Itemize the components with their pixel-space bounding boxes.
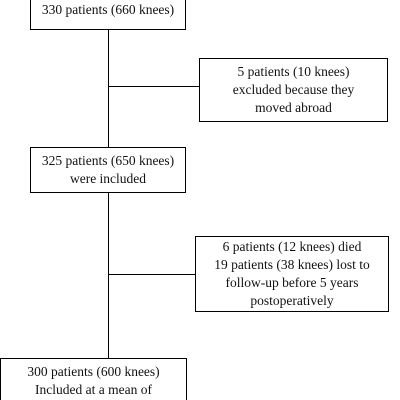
connector-to-excluded-box [108,86,199,87]
start-box-line: 330 patients (660 knees) [41,2,175,17]
connector-to-lost-box [108,274,195,275]
lost-to-followup-box: 6 patients (12 knees) died 19 patients (… [195,236,389,312]
lost-box-line: 6 patients (12 knees) died [222,239,362,254]
lost-box-line: postoperatively [250,293,334,308]
included-box: 325 patients (650 knees) were included [30,147,186,193]
lost-box-line: follow-up before 5 years [225,275,359,290]
final-box: 300 patients (600 knees) Included at a m… [0,358,187,400]
included-box-line: were included [69,171,147,186]
connector-included-to-final [108,193,109,358]
start-box: 330 patients (660 knees) [30,0,186,30]
included-box-line: 325 patients (650 knees) [41,153,175,168]
final-box-line: 300 patients (600 knees) [27,364,160,379]
excluded-box-line: excluded because they [232,82,355,97]
final-box-line: Included at a mean of [35,382,152,397]
excluded-box: 5 patients (10 knees) excluded because t… [199,58,388,122]
connector-start-to-included [108,30,109,147]
lost-box-line: 19 patients (38 knees) lost to [214,257,370,272]
excluded-box-line: 5 patients (10 knees) [237,64,350,79]
excluded-box-line: moved abroad [255,100,332,115]
